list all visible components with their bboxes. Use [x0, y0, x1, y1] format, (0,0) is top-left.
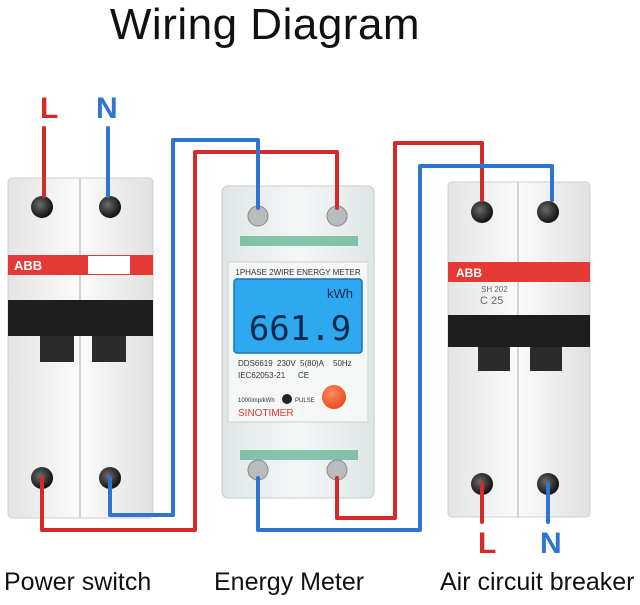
meter-standard: IEC62053-21: [238, 371, 286, 380]
wire-switch-n-to-meter: [108, 138, 260, 517]
meter-lcd: [233, 278, 363, 354]
top-line-label: L: [40, 92, 59, 125]
bottom-neutral-label: N: [540, 527, 562, 560]
power-switch-screw-top-l: [31, 196, 53, 218]
meter-button[interactable]: [322, 385, 346, 409]
meter-unit: kWh: [327, 286, 353, 301]
wire-meter-to-breaker-n: [256, 164, 554, 532]
caption-power-switch: Power switch: [4, 568, 152, 596]
meter-marks: CE: [298, 371, 309, 380]
air-breaker-model: SH 202: [481, 285, 508, 294]
bottom-line-label: L: [478, 527, 497, 560]
caption-air-breaker: Air circuit breaker: [440, 568, 635, 596]
meter-pulse-label: PULSE: [295, 398, 315, 404]
air-breaker-brand: ABB: [456, 266, 482, 280]
meter-voltage: 230V: [277, 359, 296, 368]
energy-meter: 1PHASE 2WIRE ENERGY METER kWh 661.9 DDS6…: [221, 185, 375, 499]
page-title: Wiring Diagram: [109, 0, 421, 49]
top-neutral-label: N: [96, 92, 118, 125]
power-switch-brand: ABB: [14, 258, 42, 273]
power-switch-screw-top-n: [99, 196, 121, 218]
caption-energy-meter: Energy Meter: [214, 568, 365, 596]
air-breaker-screw-top-l: [471, 201, 493, 223]
air-breaker-rating: C 25: [480, 295, 503, 307]
air-breaker-screw-top-n: [537, 201, 559, 223]
meter-model: DDS6619: [238, 359, 273, 368]
power-switch: ABB: [7, 177, 154, 519]
meter-brand: SINOTIMER: [238, 408, 294, 419]
meter-impulse: 1000imp/kWh: [238, 398, 275, 404]
air-breaker: ABB SH 202 C 25: [447, 181, 591, 518]
wire-meter-to-breaker-l: [335, 141, 484, 520]
wire-switch-l-to-meter: [40, 150, 339, 532]
meter-current: 5(80)A: [300, 359, 325, 368]
meter-header: 1PHASE 2WIRE ENERGY METER: [235, 268, 360, 277]
meter-frequency: 50Hz: [333, 359, 352, 368]
pulse-led: [282, 394, 292, 404]
meter-reading: 661.9: [249, 309, 351, 349]
